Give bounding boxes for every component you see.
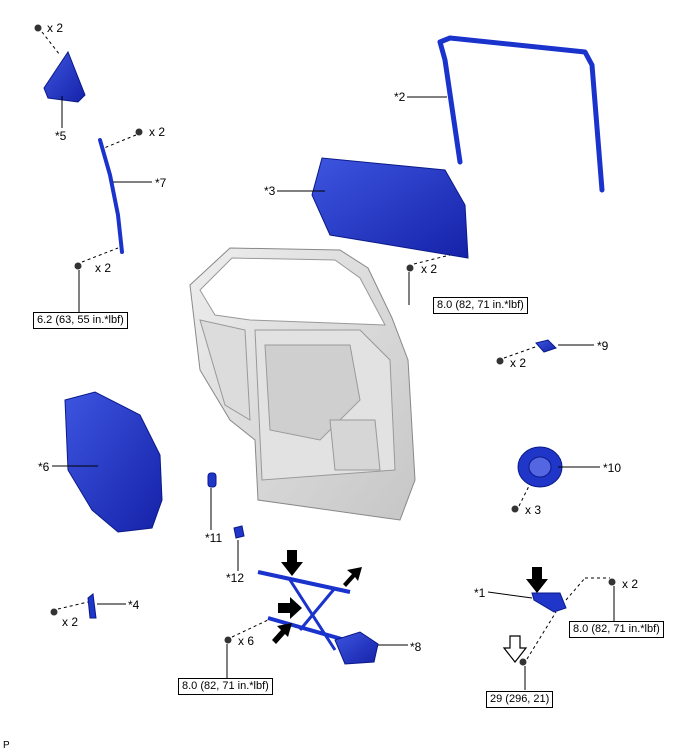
part-4-bracket <box>87 593 97 619</box>
part-10-speaker <box>517 446 563 488</box>
part-12-clip <box>233 525 245 539</box>
qty-part-4: x 2 <box>62 615 79 629</box>
part-2-run-channel <box>437 35 605 193</box>
part-3-glass <box>311 157 469 259</box>
part-5-cover <box>43 50 86 103</box>
part-1-lock-bracket <box>531 592 567 613</box>
label-part-11: *11 <box>205 531 223 545</box>
qty-part-3: x 2 <box>421 262 438 276</box>
torque-part-1-bracket: 8.0 (82, 71 in.*lbf) <box>569 621 664 638</box>
part-9-bracket <box>535 339 557 353</box>
part-11-clip <box>207 472 217 488</box>
part-7-division-bar <box>98 138 124 254</box>
bolt-icons <box>34 24 616 666</box>
figure-footer: P <box>3 740 10 751</box>
label-part-8: *8 <box>410 640 422 654</box>
qty-part-7-bottom: x 2 <box>95 261 112 275</box>
qty-part-8: x 6 <box>238 634 255 648</box>
qty-part-9: x 2 <box>510 356 527 370</box>
part-8-window-regulator <box>257 570 379 665</box>
label-part-5: *5 <box>55 129 67 143</box>
torque-part-7: 6.2 (63, 55 in.*lbf) <box>33 312 128 329</box>
part-6-service-hole-cover <box>64 391 163 533</box>
label-part-4: *4 <box>128 598 140 612</box>
door-panel <box>189 247 416 521</box>
qty-part-7-top: x 2 <box>149 125 166 139</box>
label-part-9: *9 <box>597 339 609 353</box>
label-part-10: *10 <box>603 461 622 475</box>
label-part-1: *1 <box>474 586 486 600</box>
label-part-6: *6 <box>38 460 50 474</box>
dashed-lines <box>41 31 610 660</box>
torque-part-3: 8.0 (82, 71 in.*lbf) <box>433 297 528 314</box>
label-part-2: *2 <box>394 90 406 104</box>
qty-part-10: x 3 <box>525 503 542 517</box>
qty-part-1: x 2 <box>622 577 639 591</box>
label-part-7: *7 <box>155 176 167 190</box>
direction-arrows <box>272 550 548 663</box>
label-part-3: *3 <box>264 184 276 198</box>
torque-part-8: 8.0 (82, 71 in.*lbf) <box>178 678 273 695</box>
qty-part-5: x 2 <box>47 21 64 35</box>
leader-lines <box>52 96 615 690</box>
label-part-12: *12 <box>226 571 245 585</box>
torque-part-1-bolt: 29 (296, 21) <box>486 691 554 708</box>
